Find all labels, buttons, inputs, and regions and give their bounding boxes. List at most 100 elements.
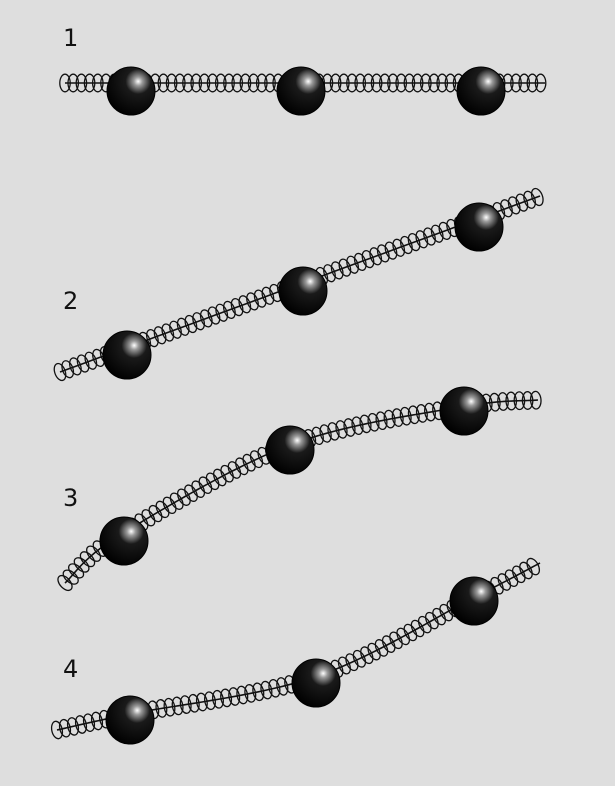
spring-coil-loop xyxy=(247,73,260,93)
spring-coil-loop xyxy=(155,500,170,519)
spring-coil-loop xyxy=(212,468,227,487)
spring-coil-loop xyxy=(242,453,256,472)
spring-coil-loop xyxy=(319,424,332,443)
spring-coil-loop xyxy=(62,569,79,585)
spring-coil-loop xyxy=(184,484,198,502)
spring-coil-loop xyxy=(370,73,383,93)
spring-coil-loop xyxy=(155,699,168,718)
spring-coil-loop xyxy=(513,391,526,411)
spring-coil-loop xyxy=(146,328,159,348)
spring-coil-loop xyxy=(407,405,420,425)
ball-3 xyxy=(454,202,504,252)
spring-coil-loop xyxy=(249,450,264,469)
balls-2 xyxy=(102,202,504,380)
spring-coil-loop xyxy=(411,73,424,93)
spring-coil-loop xyxy=(444,73,457,93)
panel-label-2: 2 xyxy=(63,287,78,315)
spring-coil-loop xyxy=(529,390,542,410)
spring-coil-loop xyxy=(424,611,439,630)
spring-coil-loop xyxy=(500,199,513,218)
spring-coil-loop xyxy=(335,420,348,439)
spring-coil-loop xyxy=(58,718,72,738)
spring-coil-loop xyxy=(169,320,182,339)
spring-coil-loop xyxy=(192,312,205,331)
spring-coil-loop xyxy=(191,480,206,498)
spring-coil-loop xyxy=(195,692,208,712)
spring-coil-loop xyxy=(206,73,219,93)
spring-coil-loop xyxy=(227,461,242,479)
spring-coil-loop xyxy=(381,635,396,653)
spring-coil-loop xyxy=(253,289,267,308)
spring-coil-loop xyxy=(198,476,213,494)
spring-coil-loop xyxy=(163,697,176,717)
spring-coil-loop xyxy=(383,409,396,429)
spring-coil-loop xyxy=(360,646,374,665)
spring-coil-loop xyxy=(323,264,336,283)
spring-coil-loop xyxy=(187,693,200,713)
spring-coil-loop xyxy=(207,306,221,325)
spring-coil-loop xyxy=(497,573,512,591)
spring-coil-loop xyxy=(346,73,358,93)
spring-coil-loop xyxy=(182,73,194,93)
spring-coil-loop xyxy=(84,351,98,370)
spring-coil-loop xyxy=(246,292,259,311)
spring-coil-loop xyxy=(53,362,67,382)
spring-coil-loop xyxy=(176,488,191,506)
spring-coil-loop xyxy=(82,713,96,733)
spring-coil-loop xyxy=(352,649,367,668)
ball-1 xyxy=(106,66,156,116)
spring-coil-loop xyxy=(415,230,429,249)
spring-coil-loop xyxy=(239,73,252,93)
spring-coil-loop xyxy=(345,653,359,672)
spring-coil-loop xyxy=(423,227,436,246)
spring-coil-loop xyxy=(276,677,289,696)
spring-coil-loop xyxy=(260,680,273,700)
spring-coil-loop xyxy=(252,682,265,702)
spring-coil-loop xyxy=(430,224,444,243)
spring-coil-loop xyxy=(157,73,170,93)
spring-coil-loop xyxy=(353,252,367,272)
spring-coil-loop xyxy=(255,73,268,93)
spring-coil-loop xyxy=(392,238,406,257)
spring-coil-loop xyxy=(261,286,275,305)
ball-1 xyxy=(99,516,149,566)
spring-coil-loop xyxy=(518,73,531,93)
ball-2 xyxy=(276,66,326,116)
spring-coil-loop xyxy=(359,414,372,434)
spring-coil-loop xyxy=(204,691,216,711)
spring-coil-loop xyxy=(220,688,233,708)
spring-coil-loop xyxy=(403,73,416,93)
spring-coil-loop xyxy=(351,416,364,436)
spring-coil-loop xyxy=(173,73,186,93)
spring-coil-loop xyxy=(73,557,90,573)
spring-coil-loop xyxy=(387,73,399,93)
spring-coil-loop xyxy=(79,551,96,568)
panel-label-4: 4 xyxy=(63,655,78,683)
spring-coil-loop xyxy=(391,408,404,427)
spring-coil-loop xyxy=(141,509,156,527)
spring-coil-loop xyxy=(410,619,425,638)
ball-3 xyxy=(456,66,506,116)
spring-coil-loop xyxy=(343,418,356,437)
panel-4: 4 xyxy=(50,557,541,745)
spring-coil-loop xyxy=(231,73,244,93)
spring-coil-loop xyxy=(439,603,454,622)
spring-coil-loop xyxy=(75,73,88,93)
spring-coil-loop xyxy=(367,412,380,432)
spring-coil-loop xyxy=(68,563,85,579)
spring-coil-loop xyxy=(338,258,352,277)
panel-label-1: 1 xyxy=(63,24,78,52)
spring-coil-loop xyxy=(395,73,408,93)
spring-coil-loop xyxy=(367,642,381,661)
spring-coil-loop xyxy=(198,73,211,93)
spring-coil-loop xyxy=(330,261,344,280)
spring-coil-loop xyxy=(230,297,244,317)
spring-coil-loop xyxy=(329,73,342,93)
ball-3 xyxy=(449,576,499,626)
balls-3 xyxy=(99,386,489,566)
spring-coil-loop xyxy=(378,73,391,93)
spring-coil-loop xyxy=(264,73,276,93)
ball-2 xyxy=(278,266,328,316)
balls-4 xyxy=(105,576,499,745)
